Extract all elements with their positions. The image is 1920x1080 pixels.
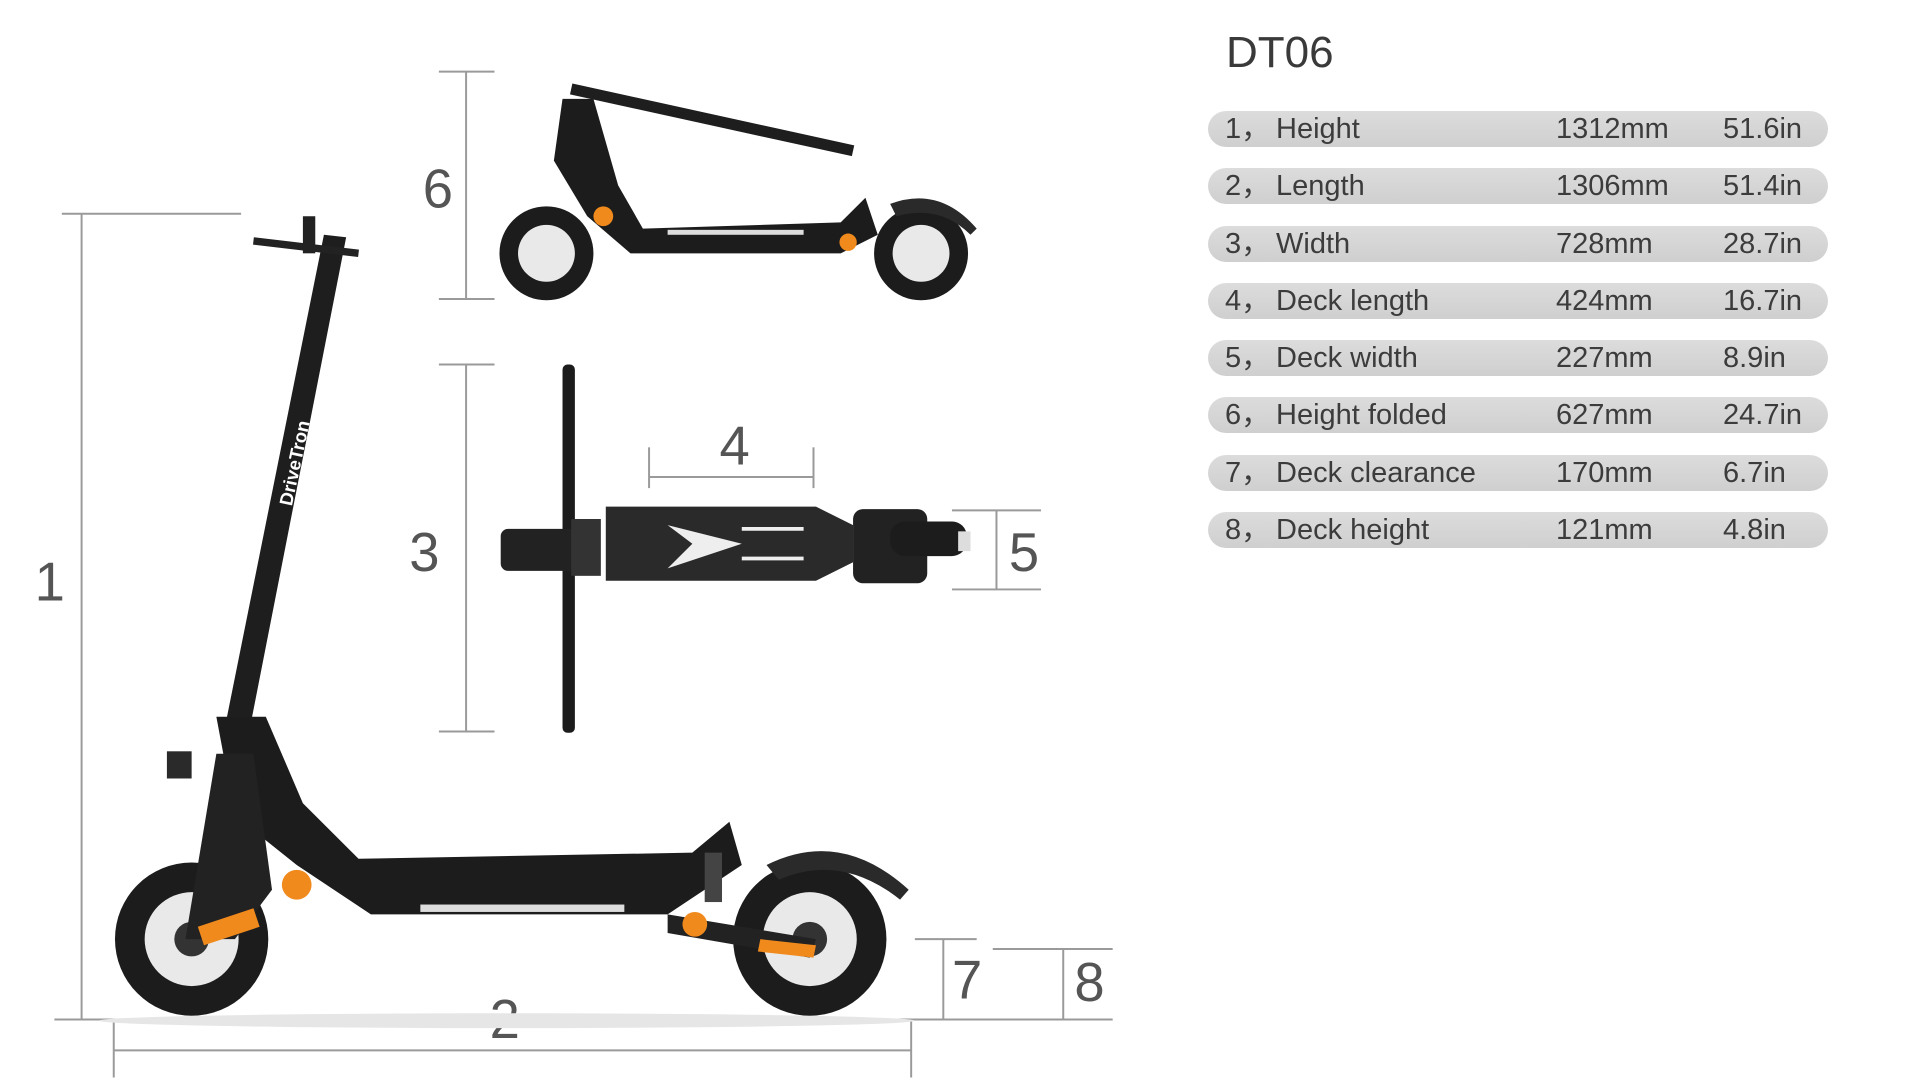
spec-label: Length [1276, 170, 1365, 203]
scooter-top-view [500, 364, 971, 733]
spec-mm: 170mm [1556, 456, 1653, 489]
scooter-folded-view [499, 83, 977, 301]
spec-mm: 1306mm [1556, 170, 1669, 203]
spec-in: 51.6in [1723, 113, 1803, 145]
marker-height-folded: 6 [423, 159, 453, 220]
spec-row-deck-length: 4，Deck length 424mm 16.7in [1208, 282, 1828, 319]
spec-mm: 121mm [1556, 514, 1653, 547]
spec-number: 8， [1225, 514, 1271, 547]
dimension-lines [54, 70, 1113, 1078]
marker-deck-width: 5 [1009, 522, 1039, 583]
spec-row-length: 2，Length 1306mm 51.4in [1208, 168, 1828, 205]
spec-row-deck-height: 8，Deck height 121mm 4.8in [1208, 512, 1828, 549]
spec-label: Width [1276, 227, 1351, 260]
spec-table: 1，Height 1312mm 51.6in 2，Length 1306mm 51.4i… [1208, 111, 1828, 569]
marker-deck-height: 8 [1074, 952, 1104, 1013]
marker-deck-length: 4 [720, 416, 750, 477]
spec-in: 24.7in [1723, 399, 1803, 432]
spec-label: Height folded [1276, 399, 1447, 432]
marker-height: 1 [35, 552, 65, 613]
spec-mm: 728mm [1556, 227, 1653, 260]
spec-number: 6， [1225, 399, 1271, 432]
spec-mm: 627mm [1556, 399, 1653, 432]
spec-number: 3， [1225, 227, 1271, 260]
spec-number: 1， [1225, 113, 1271, 145]
spec-in: 8.9in [1723, 342, 1786, 375]
spec-in: 6.7in [1723, 456, 1786, 489]
marker-deck-clearance: 7 [952, 949, 982, 1010]
marker-width: 3 [409, 522, 439, 583]
spec-label: Deck width [1276, 342, 1418, 375]
spec-number: 5， [1225, 342, 1271, 375]
model-title: DT06 [1226, 28, 1334, 77]
spec-label: Height [1276, 113, 1360, 145]
spec-label: Deck height [1276, 514, 1430, 547]
spec-row-height-folded: 6，Height folded 627mm 24.7in [1208, 397, 1828, 434]
spec-label: Deck length [1276, 284, 1430, 317]
spec-number: 4， [1225, 284, 1271, 317]
spec-mm: 424mm [1556, 284, 1653, 317]
scooter-side-view: DriveTron [98, 216, 915, 1029]
spec-in: 16.7in [1723, 284, 1803, 317]
spec-row-width: 3，Width 728mm 28.7in [1208, 225, 1828, 262]
spec-number: 7， [1225, 456, 1271, 489]
spec-in: 51.4in [1723, 170, 1803, 203]
spec-mm: 1312mm [1556, 113, 1669, 145]
spec-label: Deck clearance [1276, 456, 1476, 489]
spec-mm: 227mm [1556, 342, 1653, 375]
spec-row-deck-width: 5，Deck width 227mm 8.9in [1208, 340, 1828, 377]
spec-row-deck-clearance: 7，Deck clearance 170mm 6.7in [1208, 454, 1828, 491]
spec-number: 2， [1225, 170, 1271, 203]
spec-row-height: 1，Height 1312mm 51.6in [1208, 111, 1828, 147]
spec-in: 28.7in [1723, 227, 1803, 260]
spec-in: 4.8in [1723, 514, 1786, 547]
